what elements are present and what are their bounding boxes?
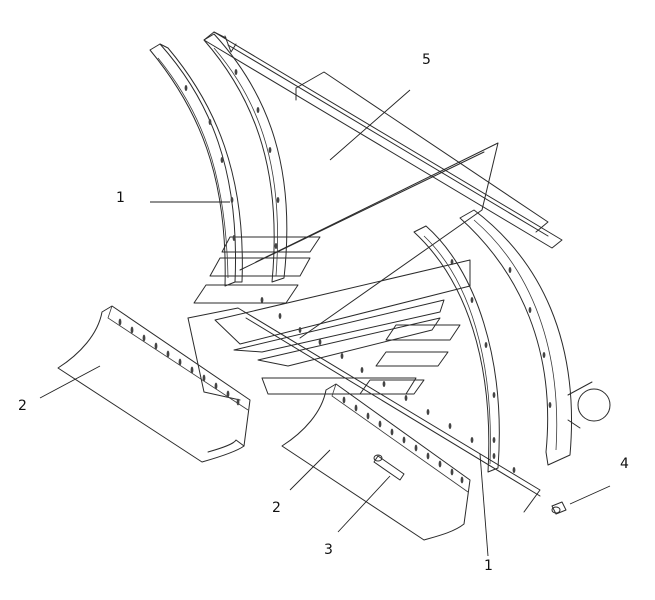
liner-lower-holes — [450, 259, 552, 443]
blade-left-holes — [118, 318, 240, 406]
label-blade-left: 2 — [18, 398, 27, 414]
label-arc-lower: 1 — [484, 558, 493, 574]
blade-plate-left — [57, 305, 251, 463]
pin-part — [373, 454, 405, 481]
label-body: 5 — [422, 52, 431, 68]
liner-upper-holes — [184, 69, 280, 249]
curved-liner-upper — [149, 33, 288, 287]
curved-liner-lower — [413, 209, 572, 473]
blade-right-holes — [342, 396, 464, 484]
main-housing — [187, 31, 611, 513]
label-arc-upper: 1 — [116, 190, 125, 206]
blade-plate-right — [281, 383, 471, 541]
label-blade-right: 2 — [272, 500, 281, 516]
nut-part — [551, 501, 567, 515]
rail-holes — [260, 297, 516, 473]
leader-lines — [39, 89, 611, 557]
label-nut: 4 — [620, 456, 629, 472]
part-labels: 1 2 2 3 1 4 5 — [18, 52, 629, 574]
label-pin: 3 — [324, 542, 333, 558]
